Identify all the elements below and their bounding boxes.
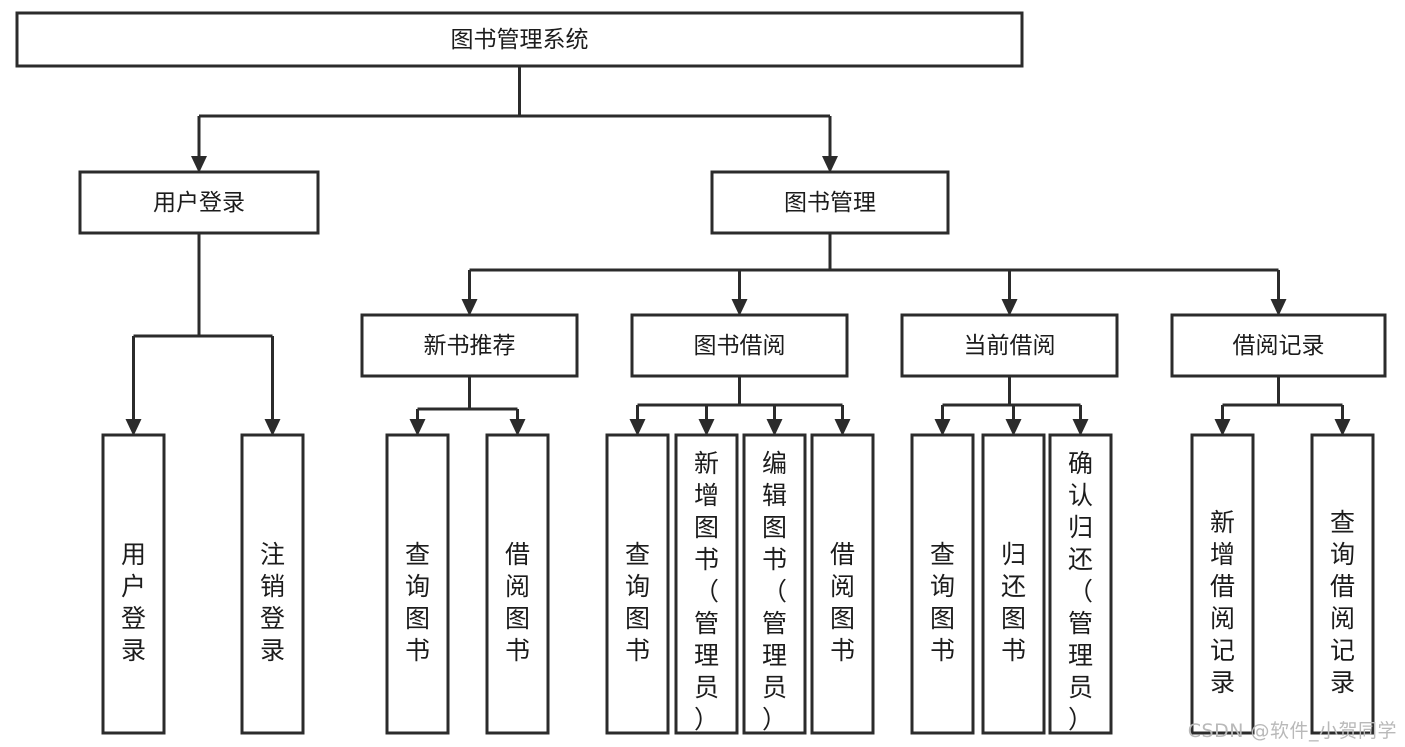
arrow-head-leaf-user-login [125,419,142,436]
node-box-leaf-add-book [674,433,739,735]
node-leaf-query-book-3[interactable]: 查询图书 [910,433,975,735]
node-book-manage[interactable]: 图书管理 [710,170,950,235]
node-label-leaf-query-book-1: 查询图书 [405,540,430,665]
node-box-book-borrow [630,313,849,378]
node-leaf-confirm-return[interactable]: 确认归还（管理员） [1048,433,1113,735]
node-leaf-add-book[interactable]: 新增图书（管理员） [674,433,739,735]
arrow-head-leaf-return-book [1005,419,1022,436]
node-leaf-add-record[interactable]: 新增借阅记录 [1190,433,1255,735]
arrow-head-leaf-add-book [698,419,715,436]
node-leaf-query-book-1[interactable]: 查询图书 [385,433,450,735]
node-root[interactable]: 图书管理系统 [15,11,1024,68]
arrow-head-book-manage [822,156,838,173]
arrow-head-leaf-borrow-book-1 [509,419,526,436]
node-leaf-edit-book[interactable]: 编辑图书（管理员） [742,433,807,735]
arrow-head-leaf-edit-book [766,419,783,436]
node-box-leaf-confirm-return [1048,433,1113,735]
node-box-current-borrow [900,313,1119,378]
node-new-book-rec[interactable]: 新书推荐 [360,313,579,378]
node-label-leaf-borrow-book-2: 借阅图书 [830,540,855,665]
node-label-borrow-record: 借阅记录 [1233,333,1325,359]
node-label-leaf-borrow-book-1: 借阅图书 [505,540,530,665]
arrow-head-leaf-query-record [1334,419,1351,436]
node-label-user-login: 用户登录 [153,190,245,216]
node-box-root [15,11,1024,68]
arrow-head-new-book-rec [461,299,478,316]
node-box-leaf-add-record [1190,433,1255,735]
node-box-book-manage [710,170,950,235]
node-box-new-book-rec [360,313,579,378]
node-label-leaf-add-book: 新增图书（管理员） [694,449,719,734]
node-current-borrow[interactable]: 当前借阅 [900,313,1119,378]
node-borrow-record[interactable]: 借阅记录 [1170,313,1387,378]
arrow-head-leaf-borrow-book-2 [834,419,851,436]
node-label-leaf-edit-book: 编辑图书（管理员） [762,449,787,734]
node-box-leaf-query-record [1310,433,1375,735]
node-book-borrow[interactable]: 图书借阅 [630,313,849,378]
node-label-leaf-query-book-3: 查询图书 [930,540,955,665]
arrow-head-user-login [191,156,207,173]
arrow-head-leaf-query-book-1 [409,419,426,436]
arrow-head-leaf-add-record [1214,419,1231,436]
node-label-leaf-query-book-2: 查询图书 [625,540,650,665]
node-label-root: 图书管理系统 [451,27,589,53]
node-box-borrow-record [1170,313,1387,378]
node-label-leaf-user-login: 用户登录 [121,540,146,665]
node-box-leaf-query-book-2 [605,433,670,735]
node-label-book-borrow: 图书借阅 [694,333,786,359]
node-leaf-query-record[interactable]: 查询借阅记录 [1310,433,1375,735]
node-label-leaf-confirm-return: 确认归还（管理员） [1068,449,1093,734]
node-leaf-borrow-book-1[interactable]: 借阅图书 [485,433,550,735]
node-leaf-return-book[interactable]: 归还图书 [981,433,1046,735]
node-box-leaf-query-book-3 [910,433,975,735]
node-leaf-borrow-book-2[interactable]: 借阅图书 [810,433,875,735]
node-box-user-login [78,170,320,235]
arrow-head-book-borrow [731,299,748,316]
node-box-leaf-return-book [981,433,1046,735]
node-label-book-manage: 图书管理 [784,190,876,216]
node-box-leaf-user-login [101,433,166,735]
node-box-leaf-query-book-1 [385,433,450,735]
node-label-leaf-logout: 注销登录 [260,540,285,665]
node-leaf-user-login[interactable]: 用户登录 [101,433,166,735]
nodes-layer: 图书管理系统用户登录图书管理新书推荐图书借阅当前借阅借阅记录用户登录注销登录查询… [15,11,1387,735]
node-label-leaf-add-record: 新增借阅记录 [1210,508,1235,697]
edges-layer [125,66,1351,436]
node-user-login[interactable]: 用户登录 [78,170,320,235]
arrow-head-borrow-record [1270,299,1287,316]
csdn-watermark: CSDN @软件_小贺同学 [1187,720,1397,742]
node-leaf-query-book-2[interactable]: 查询图书 [605,433,670,735]
node-leaf-logout[interactable]: 注销登录 [240,433,305,735]
node-box-leaf-edit-book [742,433,807,735]
arrow-head-leaf-logout [264,419,281,436]
arrow-head-current-borrow [1001,299,1018,316]
node-box-leaf-borrow-book-2 [810,433,875,735]
node-label-current-borrow: 当前借阅 [964,333,1056,359]
node-label-leaf-return-book: 归还图书 [1001,540,1026,665]
node-box-leaf-borrow-book-1 [485,433,550,735]
arrow-head-leaf-confirm-return [1072,419,1089,436]
node-label-new-book-rec: 新书推荐 [424,333,516,359]
node-box-leaf-logout [240,433,305,735]
arrow-head-leaf-query-book-3 [934,419,951,436]
arrow-head-leaf-query-book-2 [629,419,646,436]
node-label-leaf-query-record: 查询借阅记录 [1330,508,1355,697]
